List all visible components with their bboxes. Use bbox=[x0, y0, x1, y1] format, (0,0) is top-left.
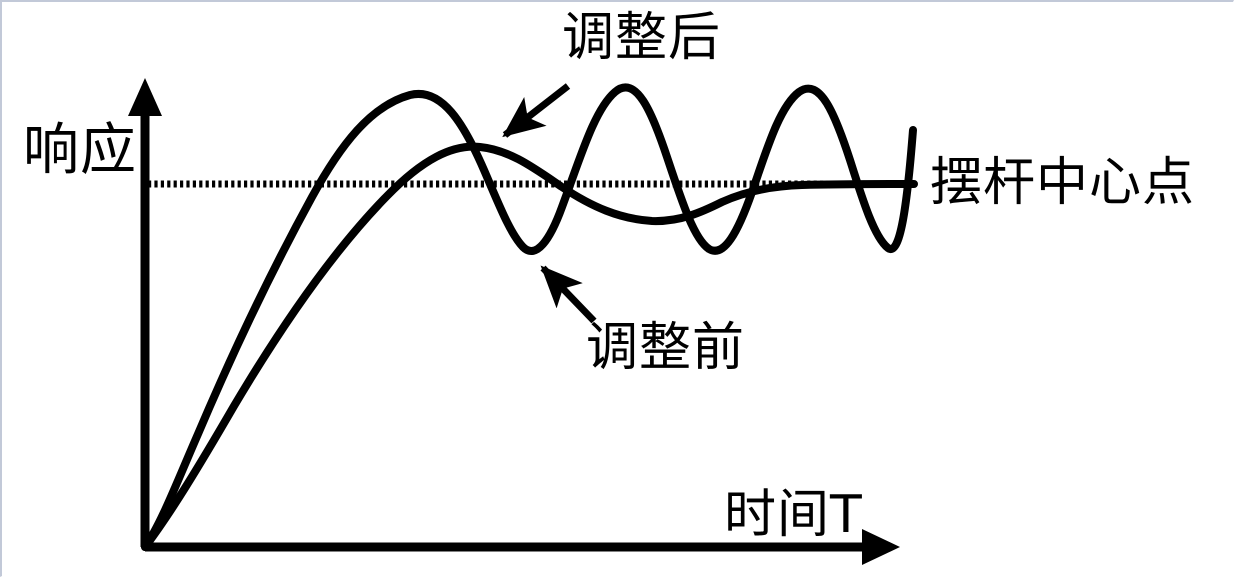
annotation-label-setpoint: 摆杆中心点 bbox=[930, 153, 1196, 213]
curve-after-adjustment bbox=[141, 142, 918, 551]
x-axis bbox=[145, 529, 900, 565]
annotation-label-before-adjustment: 调整前 bbox=[586, 318, 746, 378]
annotation-label-after-adjustment: 调整后 bbox=[562, 8, 722, 68]
y-axis bbox=[128, 78, 162, 547]
x-axis-label: 时间T bbox=[724, 485, 863, 545]
annotation-arrow-before bbox=[540, 265, 597, 324]
y-axis-label: 响应 bbox=[23, 118, 137, 183]
curve-before-adjustment bbox=[141, 83, 917, 551]
annotation-arrow-after bbox=[502, 83, 571, 138]
